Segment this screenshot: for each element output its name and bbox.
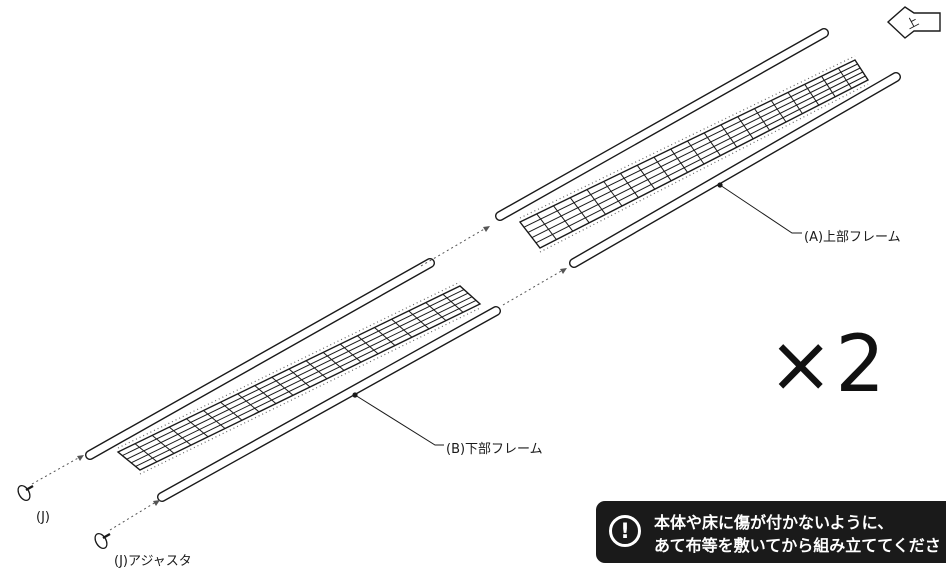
- caution-box: ! 本体や床に傷が付かないように、 あて布等を敷いてから組み立ててくださ: [596, 501, 946, 563]
- lower-frame-label: (B)下部フレーム: [446, 442, 543, 457]
- rail-front: [569, 72, 901, 268]
- caution-line-1: 本体や床に傷が付かないように、: [654, 513, 894, 532]
- leader-dot-upper: [717, 182, 723, 188]
- assembly-guides: [31, 227, 564, 531]
- leader-dot-lower: [352, 392, 358, 398]
- quantity-multiplier: ×2: [768, 320, 887, 410]
- guide-arrowheads: [77, 226, 567, 506]
- lower-frame: [85, 258, 501, 502]
- upper-frame: [495, 28, 901, 268]
- leader-lines: [354, 184, 802, 446]
- rail-front: [157, 306, 501, 502]
- upper-frame-label: (A)上部フレーム: [804, 230, 901, 245]
- caution-line-2: あて布等を敷いてから組み立ててくださ: [654, 536, 941, 555]
- adjuster-label-short: (J): [36, 510, 50, 525]
- mesh-panel: [518, 59, 870, 249]
- edge-bands: [117, 281, 481, 475]
- adjuster-icon-1: [17, 484, 34, 502]
- adjuster-icon-2: [94, 532, 111, 550]
- rail-back: [495, 28, 829, 221]
- rail-back: [85, 258, 435, 460]
- edge-bands: [519, 55, 869, 253]
- adjuster-label-full: (J)アジャスタ: [114, 554, 192, 569]
- mesh-grid: [523, 63, 866, 244]
- orientation-char: 上: [904, 14, 921, 32]
- mesh-grid: [122, 289, 477, 467]
- up-arrow-icon: 上: [886, 6, 941, 39]
- exclamation-circle-icon: !: [609, 515, 641, 547]
